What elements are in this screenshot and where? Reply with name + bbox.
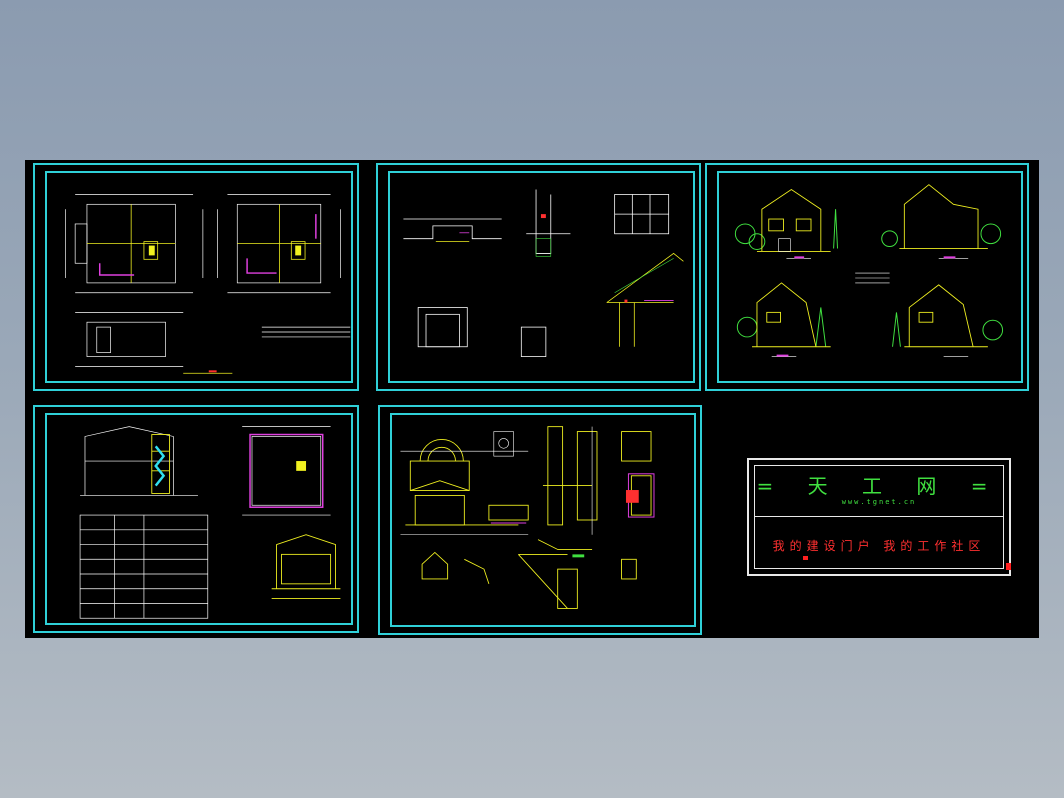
sheet-inner-frame: [390, 413, 696, 627]
sheet-inner-frame: [45, 171, 353, 383]
sections-and-table-drawing: [79, 426, 341, 619]
sheet-elevations[interactable]: [705, 163, 1029, 391]
stair-and-railing-details-drawing: [400, 426, 655, 609]
title-block-inner-frame: [754, 465, 1004, 569]
brand-title: = 天 工 网 =: [756, 474, 1002, 498]
sheet-floor-plans[interactable]: [33, 163, 359, 391]
sheet-inner-frame: [717, 171, 1023, 383]
cad-drawing-canvas[interactable]: = 天 工 网 = www.tgnet.cn 我的建设门户 我的工作社区: [25, 160, 1039, 638]
brand-url: www.tgnet.cn: [841, 498, 917, 506]
brand-slogan: 我的建设门户 我的工作社区: [772, 539, 986, 553]
title-block: = 天 工 网 = www.tgnet.cn 我的建设门户 我的工作社区: [747, 458, 1011, 576]
floor-plans-drawing: [64, 194, 351, 374]
construction-details-drawing: [403, 189, 684, 357]
title-block-divider: [754, 516, 1004, 517]
red-corner-marker: [1006, 563, 1011, 570]
sheet-sections-and-table[interactable]: [33, 405, 359, 633]
sheet-construction-details[interactable]: [376, 163, 701, 391]
elevations-drawing: [734, 184, 1004, 357]
sheet-inner-frame: [45, 413, 353, 625]
red-marker: [803, 556, 808, 560]
sheet-inner-frame: [388, 171, 695, 383]
sheet-stair-and-railing-details[interactable]: [378, 405, 702, 635]
